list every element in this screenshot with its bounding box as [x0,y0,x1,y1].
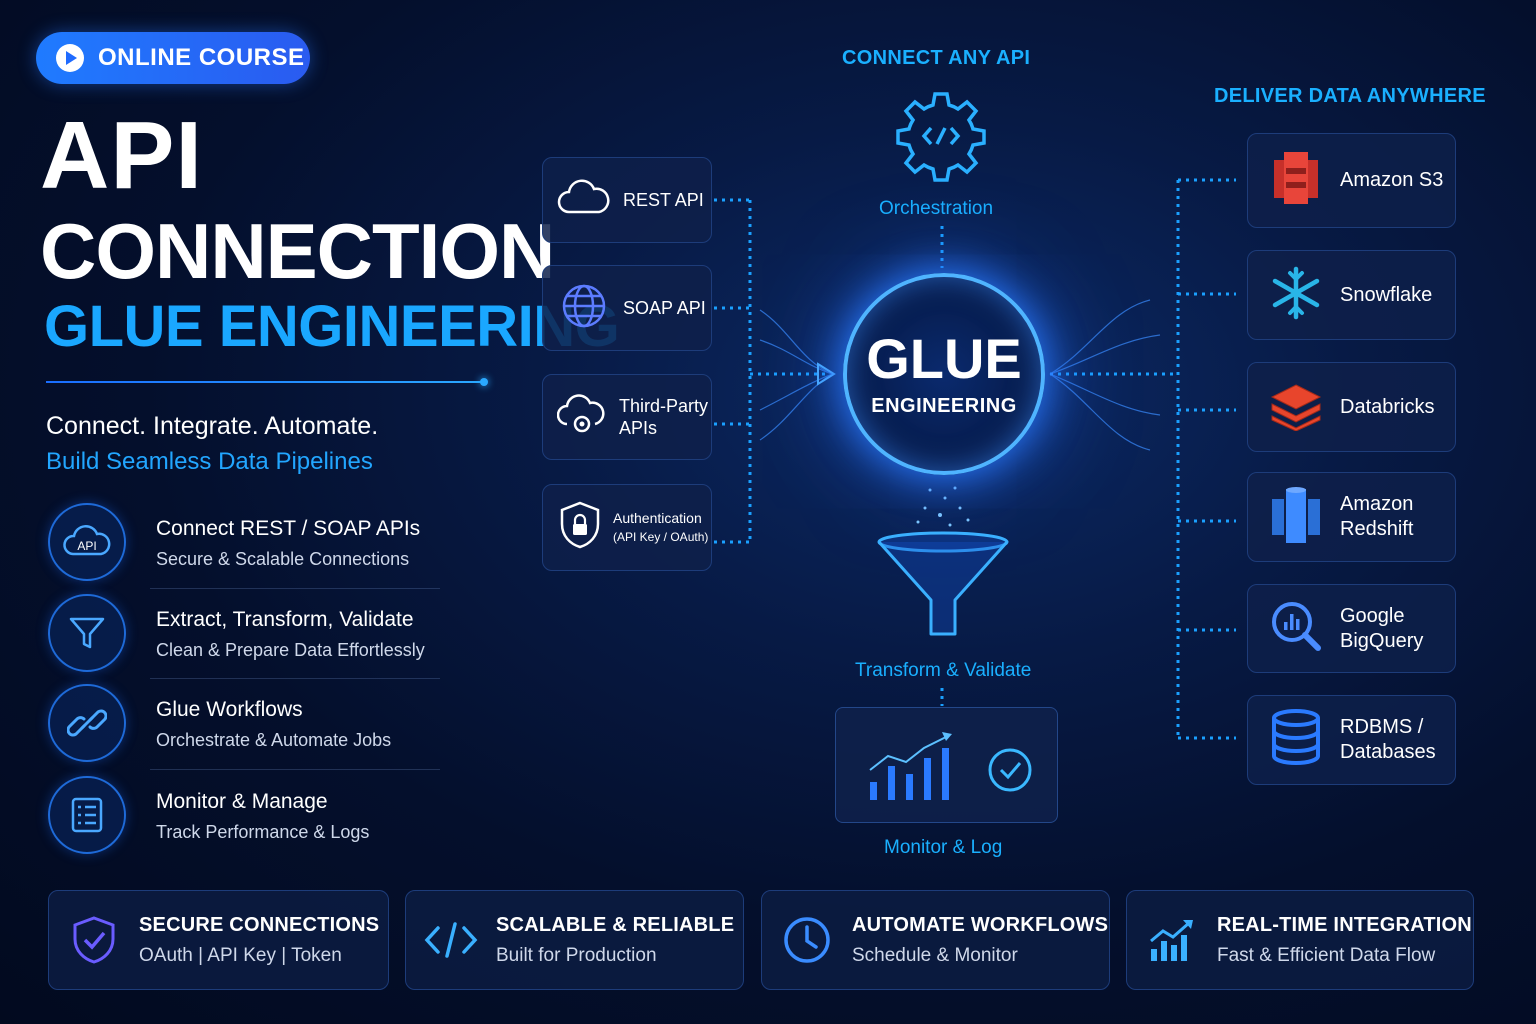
databricks-icon [1268,379,1324,436]
svg-text:API: API [77,539,96,553]
feature-title: Extract, Transform, Validate [156,608,414,631]
transform-label: Transform & Validate [855,660,1032,681]
card-subtitle: OAuth | API Key | Token [139,944,342,966]
card-title: SCALABLE & RELIABLE [496,913,735,936]
cloud-gear-icon [556,392,607,443]
card-subtitle: Fast & Efficient Data Flow [1217,944,1436,966]
source-authentication[interactable]: Authentication(API Key / OAuth) [542,484,712,571]
globe-icon [557,283,611,334]
bigquery-icon [1268,598,1324,659]
card-title: AUTOMATE WORKFLOWS [852,913,1109,936]
card-automate-workflows: AUTOMATE WORKFLOWS Schedule & Monitor [761,890,1110,990]
feature-separator [150,588,440,589]
card-title: SECURE CONNECTIONS [139,913,380,936]
online-course-badge[interactable]: ONLINE COURSE [36,32,310,84]
page-title-line2: CONNECTION [40,207,555,295]
destination-label: Databricks [1340,395,1435,418]
destination-amazon-s3[interactable]: Amazon S3 [1247,133,1456,228]
card-secure-connections: SECURE CONNECTIONS OAuth | API Key | Toke… [48,890,389,990]
cloud-api-icon: API [48,503,126,581]
deliver-heading: DELIVER DATA ANYWHERE [1214,85,1486,107]
feature-title: Monitor & Manage [156,790,328,813]
card-scalable-reliable: SCALABLE & RELIABLE Built for Production [405,890,744,990]
destination-label: Snowflake [1340,283,1433,306]
feature-item-monitor: Monitor & Manage Track Performance & Log… [48,776,448,858]
feature-separator [150,678,440,679]
feature-title: Glue Workflows [156,698,303,721]
monitor-label: Monitor & Log [884,837,1003,858]
source-label: REST API [623,189,704,210]
card-real-time-integration: REAL-TIME INTEGRATION Fast & Efficient Da… [1126,890,1474,990]
play-icon [56,44,84,72]
feature-item-transform: Extract, Transform, Validate Clean & Pre… [48,594,448,676]
code-icon [406,920,496,960]
card-subtitle: Schedule & Monitor [852,944,1018,966]
source-label: Authentication(API Key / OAuth) [613,510,709,544]
trend-chart-icon [1127,917,1217,963]
feature-subtitle: Clean & Prepare Data Effortlessly [156,640,425,660]
feature-subtitle: Track Performance & Logs [156,822,370,842]
feature-subtitle: Orchestrate & Automate Jobs [156,730,392,750]
cloud-icon [557,178,611,223]
card-title: REAL-TIME INTEGRATION [1217,913,1472,936]
gear-icon [893,88,989,189]
feature-item-connect: API Connect REST / SOAP APIs Secure & Sc… [48,503,448,585]
glue-subtitle: ENGINEERING [871,394,1017,417]
monitor-panel [835,707,1058,823]
filter-icon [48,594,126,672]
glue-engineering-hub: GLUE ENGINEERING [843,273,1045,475]
title-divider [46,378,488,386]
page-title-line3: GLUE ENGINEERING [44,294,620,359]
checklist-icon [48,776,126,854]
feature-title: Connect REST / SOAP APIs [156,517,421,540]
card-subtitle: Built for Production [496,944,657,966]
snowflake-icon [1268,265,1324,326]
tagline: Connect. Integrate. Automate. [46,412,379,440]
link-icon [48,684,126,762]
shield-check-icon [49,915,139,965]
clock-icon [762,915,852,965]
lock-shield-icon [557,500,603,555]
feature-item-workflows: Glue Workflows Orchestrate & Automate Jo… [48,684,448,766]
destination-databricks[interactable]: Databricks [1247,362,1456,452]
database-icon [1268,708,1324,773]
subtagline: Build Seamless Data Pipelines [46,448,373,475]
funnel-icon [876,530,1010,645]
source-rest-api[interactable]: REST API [542,157,712,243]
bar-chart-icon [869,732,1032,800]
connect-heading: CONNECT ANY API [842,47,1031,69]
feature-subtitle: Secure & Scalable Connections [156,549,410,569]
source-label: SOAP API [623,297,706,318]
redshift-icon [1268,485,1324,550]
glue-title: GLUE [866,326,1022,390]
feature-separator [150,769,440,770]
badge-label: ONLINE COURSE [98,44,305,71]
source-soap-api[interactable]: SOAP API [542,265,712,351]
orchestration-label: Orchestration [879,198,994,219]
page-title-line1: API [40,102,204,209]
destination-label: Amazon S3 [1340,169,1444,191]
destination-label: RDBMS /Databases [1340,716,1436,763]
amazon-s3-icon [1268,148,1324,213]
destination-rdbms[interactable]: RDBMS /Databases [1247,695,1456,785]
destination-snowflake[interactable]: Snowflake [1247,250,1456,340]
